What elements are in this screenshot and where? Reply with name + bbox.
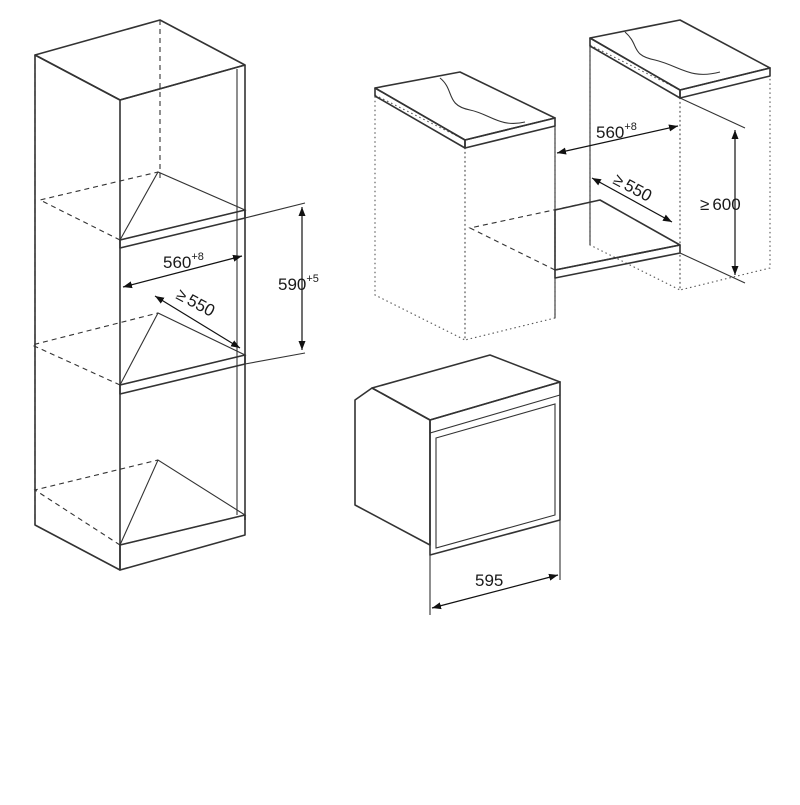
tall-unit-width-label: 560+8 xyxy=(163,251,204,272)
tall-unit-plinth xyxy=(119,514,246,571)
right-countertop xyxy=(589,19,771,91)
tall-unit-depth-value: 550 xyxy=(184,291,218,321)
tall-unit-lower-shelf xyxy=(119,354,246,395)
under-counter-width-value: 560 xyxy=(596,123,624,142)
tall-unit-dimensions: 590+5 560+8 ≥550 xyxy=(122,207,319,350)
tall-unit-bottom-shelf xyxy=(119,459,247,546)
under-counter-depth-dimension-line xyxy=(591,177,673,223)
under-counter-height-label: ≥600 xyxy=(700,195,741,214)
under-counter-dimensions: 560+8 ≥550 ≥600 xyxy=(556,121,741,275)
tall-unit-upper-shelf xyxy=(119,209,246,249)
under-counter-width-label: 560+8 xyxy=(596,121,637,142)
under-counter-height-prefix: ≥ xyxy=(700,195,709,214)
under-counter-installation xyxy=(374,19,771,341)
appliance-width-dimension-line xyxy=(431,573,559,610)
appliance-width-label: 595 xyxy=(475,571,503,590)
appliance-dimensions: 595 xyxy=(431,571,559,610)
under-counter-height-value: 600 xyxy=(712,195,740,214)
under-counter-width-tolerance: +8 xyxy=(624,121,637,133)
tall-unit-depth-label: ≥550 xyxy=(173,285,218,321)
oven-control-panel xyxy=(429,381,561,434)
tall-unit-width-dimension-line xyxy=(122,254,243,289)
niche-shelf xyxy=(554,199,681,271)
left-countertop xyxy=(374,71,556,141)
left-base-cabinet xyxy=(374,71,556,341)
under-counter-depth-value: 550 xyxy=(621,176,655,206)
tall-unit-width-value: 560 xyxy=(163,253,191,272)
tall-unit-height-label: 590+5 xyxy=(278,273,319,294)
oven-door xyxy=(435,403,556,549)
tall-unit-height-tolerance: +5 xyxy=(306,273,319,285)
tall-unit-height-value: 590 xyxy=(278,275,306,294)
built-in-oven xyxy=(354,354,561,615)
tall-unit-width-tolerance: +8 xyxy=(191,251,204,263)
tall-unit-depth-dimension-line xyxy=(154,295,241,349)
tall-unit-side-panel xyxy=(34,54,121,571)
tall-unit-top-panel xyxy=(34,19,246,101)
tall-housing-unit xyxy=(30,19,306,571)
appliance-width-value: 595 xyxy=(475,571,503,590)
under-counter-width-dimension-line xyxy=(556,124,679,155)
